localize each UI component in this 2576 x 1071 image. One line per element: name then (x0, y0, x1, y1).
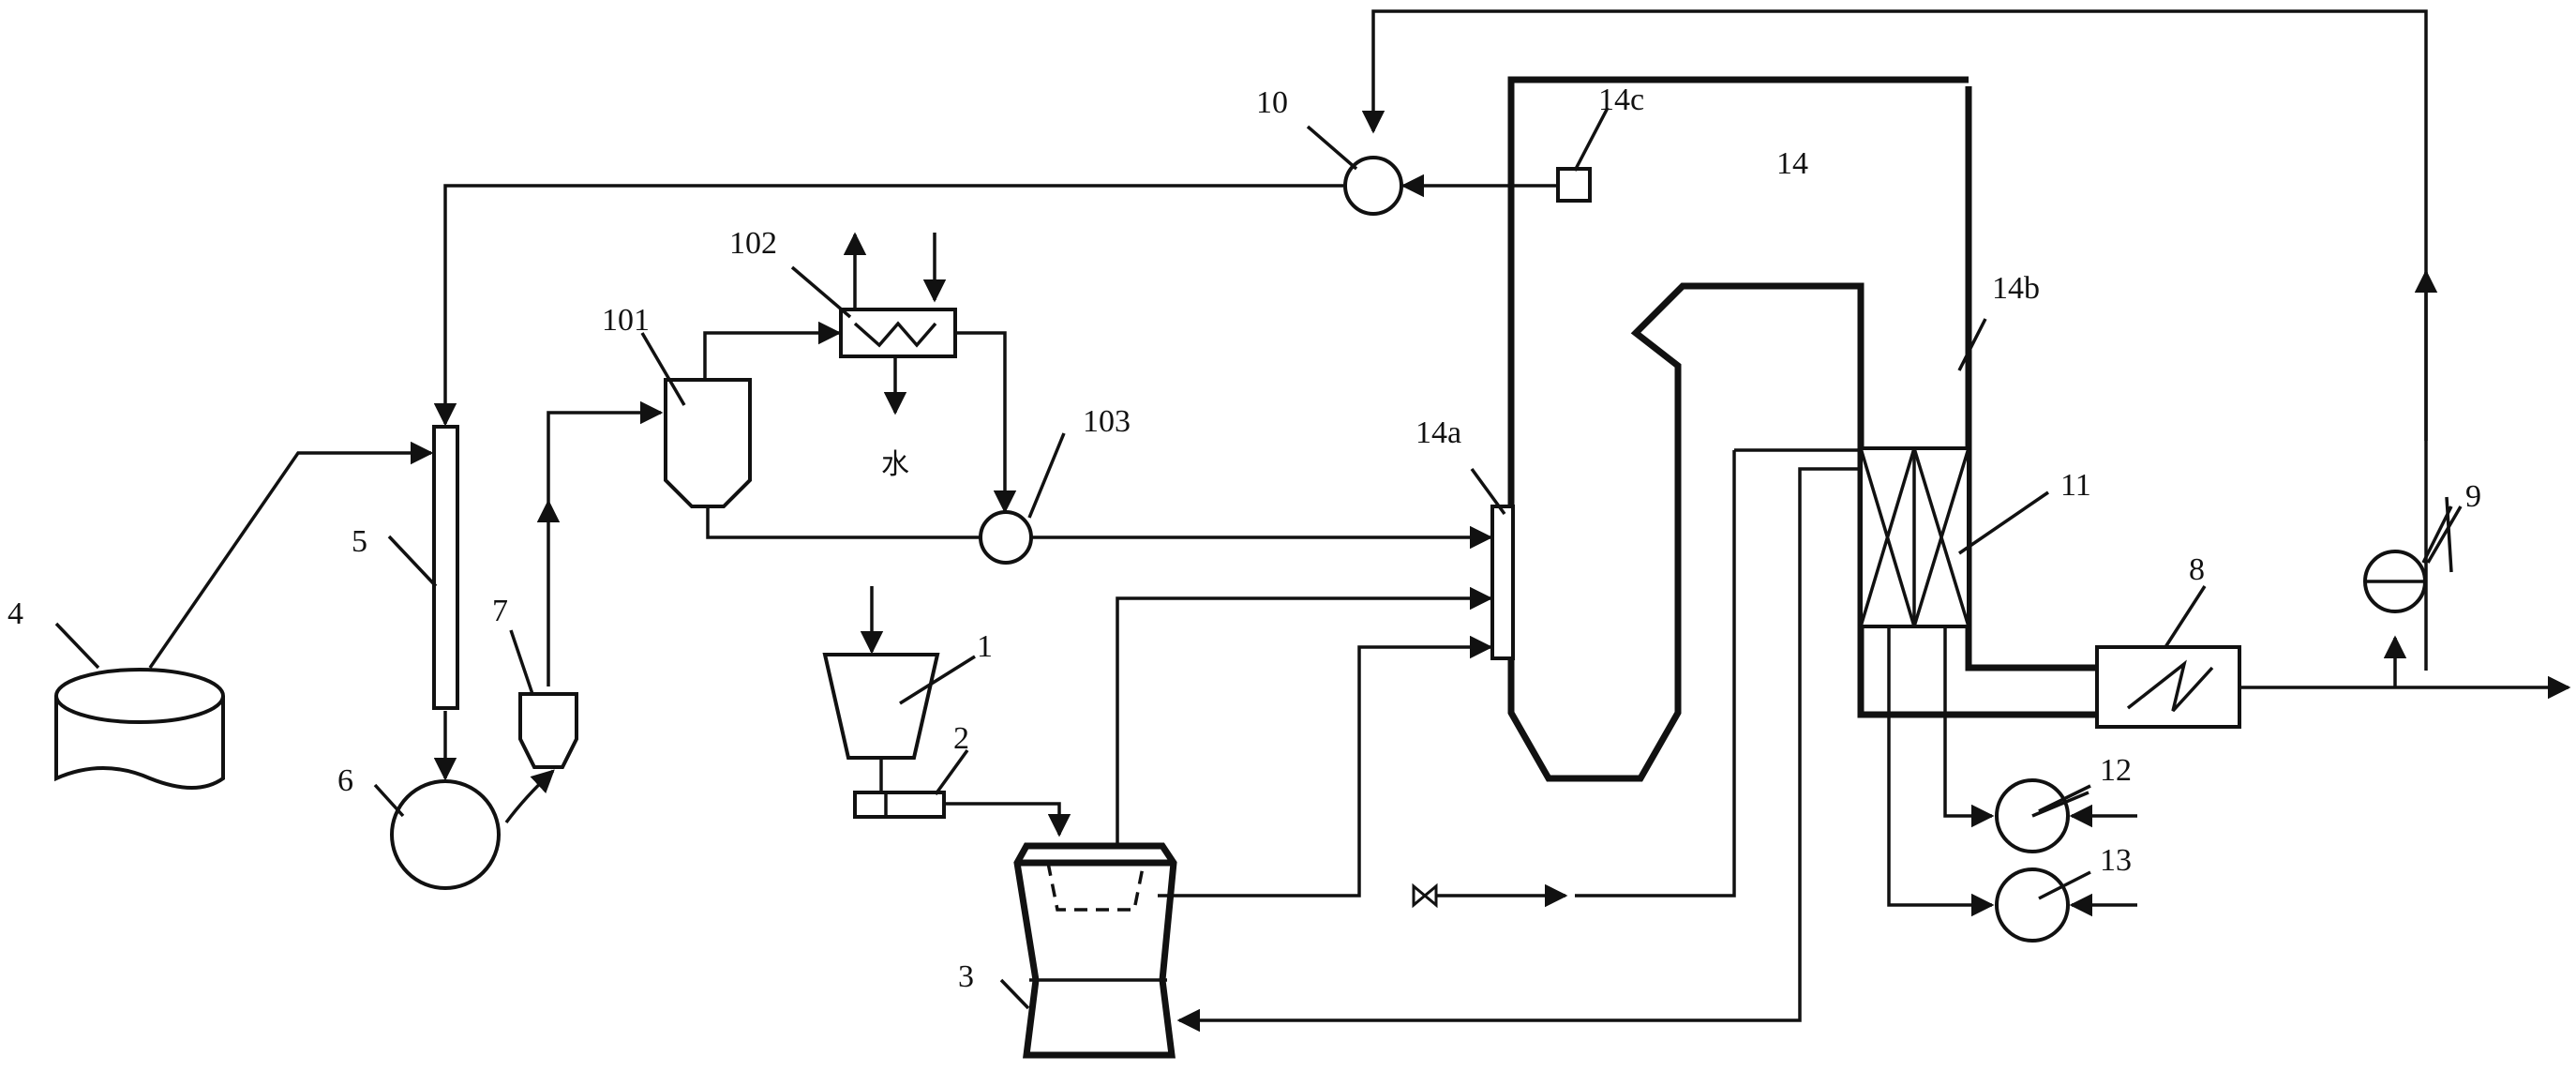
tank-4 (54, 668, 225, 790)
sampler-14c (1556, 167, 1592, 203)
valve (1412, 882, 1438, 909)
label-10: 10 (1256, 85, 1288, 120)
mill-3 (1013, 842, 1177, 1059)
fan-103 (979, 510, 1033, 565)
labels: 1 2 3 4 5 6 7 8 9 10 11 12 13 14 14a 14b… (7, 83, 2481, 994)
hopper-7 (518, 692, 578, 769)
pipe-101-to-102 (703, 321, 842, 380)
pipe-101-to-103 (706, 506, 981, 539)
label-1: 1 (977, 629, 993, 664)
pipe-102-to-103 (956, 331, 1017, 514)
label-14b: 14b (1992, 271, 2040, 306)
pipe-12-to-11 (1943, 628, 1995, 828)
pipe-3-to-14a (1116, 586, 1493, 846)
label-8: 8 (2189, 552, 2205, 587)
feeder-2 (853, 791, 946, 819)
separator-101 (664, 378, 752, 508)
label-103: 103 (1083, 404, 1131, 439)
air-preheater-11 (1859, 446, 1970, 628)
label-11: 11 (2060, 468, 2091, 503)
leader-lines (54, 107, 2453, 1010)
pipe-4-to-5 (148, 441, 434, 669)
pipe-13-to-11 (1887, 628, 1995, 917)
pipe-10-to-5 (433, 184, 1343, 427)
pipe-2-to-3 (942, 802, 1071, 837)
label-102: 102 (729, 226, 777, 261)
label-4: 4 (7, 596, 23, 631)
label-5: 5 (352, 524, 367, 559)
label-14a: 14a (1415, 415, 1461, 450)
heat-exchanger-8 (2095, 645, 2241, 729)
pipe-11-to-mill3 (1176, 467, 1945, 1033)
hopper-1 (822, 653, 940, 760)
label-3: 3 (958, 959, 974, 994)
pipe-recirc-to-14a (1158, 635, 1493, 898)
label-9: 9 (2465, 479, 2481, 514)
cooler-102 (839, 308, 957, 358)
pipe-6-to-7 (504, 769, 555, 824)
pump-6 (390, 779, 501, 890)
label-12: 12 (2100, 753, 2132, 788)
label-2: 2 (953, 721, 969, 756)
label-13: 13 (2100, 843, 2132, 878)
column-5 (432, 425, 459, 710)
label-101: 101 (602, 303, 650, 338)
fan-13 (1995, 867, 2070, 943)
label-water: 水 (881, 448, 909, 481)
label-6: 6 (337, 763, 353, 798)
label-14: 14 (1776, 146, 1808, 181)
boiler-14 (1507, 76, 1969, 782)
flow-lines (148, 9, 2571, 1033)
label-7: 7 (492, 594, 508, 628)
mixer-10 (1343, 156, 1403, 216)
label-14c: 14c (1598, 83, 1644, 117)
flue-duct-upper (1965, 86, 2095, 671)
burner-14a (1490, 505, 1515, 660)
fan-9 (2363, 550, 2427, 613)
